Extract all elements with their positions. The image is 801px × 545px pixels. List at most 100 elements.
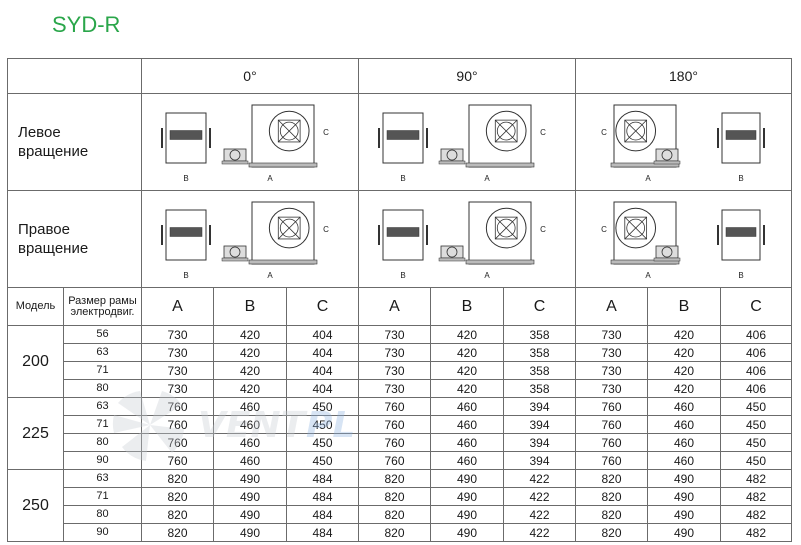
dimension-value-cell: 460 [647,433,721,452]
model-header: Модель [7,287,64,326]
dimension-value-cell: 422 [503,469,576,488]
frame-size-cell: 56 [63,325,142,344]
outlet-flange [725,227,756,237]
guard-frame [277,216,301,240]
dimension-value-cell: 490 [213,487,287,506]
dimension-value-cell: 394 [503,433,576,452]
dimension-value-cell: 450 [286,415,359,434]
orientation-180: 180° [575,58,792,94]
dimension-value-cell: 490 [213,523,287,542]
dimension-value-cell: 406 [720,325,792,344]
frame-size-cell: 90 [63,523,142,542]
frame-size-cell: 63 [63,397,142,416]
dimension-value-cell: 730 [141,361,214,380]
dimension-value-cell: 460 [430,415,504,434]
dimension-value-cell: 404 [286,361,359,380]
dimension-value-cell: 482 [720,469,792,488]
guard-frame [494,216,518,240]
dimension-value-cell: 394 [503,397,576,416]
dimension-value-cell: 730 [575,361,648,380]
fan-wheel [268,110,310,152]
fan-wheel [614,110,656,152]
outlet-flange [169,130,203,140]
dimension-letter-c: C [540,128,546,137]
dimension-value-cell: 730 [141,343,214,362]
dimension-value-cell: 760 [358,451,431,470]
motor-base [221,160,249,165]
dimension-value-cell: 820 [575,523,648,542]
dimension-value-cell: 358 [503,361,576,380]
col-header-c-180: C [720,287,792,326]
dimension-letter-b: B [400,174,405,183]
col-header-c-90: C [503,287,576,326]
outlet-flange [386,130,420,140]
motor-base [438,257,466,262]
dimension-value-cell: 820 [575,469,648,488]
dimension-value-cell: 404 [286,325,359,344]
dimension-value-cell: 760 [575,397,648,416]
dimension-value-cell: 760 [141,451,214,470]
housing-outline [251,201,315,265]
dimension-value-cell: 820 [358,487,431,506]
base-rail [610,259,679,265]
right-rotation-line1: Правое [18,221,70,238]
dimension-value-cell: 460 [647,415,721,434]
dimension-value-cell: 490 [430,523,504,542]
fan-hub-ring [279,121,299,141]
motor-body [223,245,247,259]
housing-outline [468,201,532,265]
dimension-value-cell: 760 [358,433,431,452]
dimension-value-cell: 420 [213,361,287,380]
dimension-value-cell: 490 [430,505,504,524]
guard-bar [278,216,301,240]
col-header-c-0: C [286,287,359,326]
guard-bar [278,119,301,143]
dimension-value-cell: 422 [503,523,576,542]
dimension-value-cell: 760 [141,415,214,434]
model-cell: 225 [7,397,64,470]
col-header-a-0: A [141,287,214,326]
frame-size-cell: 63 [63,469,142,488]
dimension-value-cell: 820 [141,523,214,542]
dimension-value-cell: 406 [720,343,792,362]
motor-body [655,245,678,259]
dimension-value-cell: 760 [575,433,648,452]
motor-body [655,148,678,162]
dimension-value-cell: 760 [141,433,214,452]
dimension-letter-c: C [601,225,607,234]
frame-size-header-line2: электродвиг. [70,305,135,318]
dimension-value-cell: 730 [358,361,431,380]
motor-base [438,160,466,165]
dimension-value-cell: 420 [647,325,721,344]
frame-size-cell: 80 [63,433,142,452]
dimension-value-cell: 730 [141,379,214,398]
dimension-letter-c: C [601,128,607,137]
dimension-value-cell: 730 [358,379,431,398]
dimension-value-cell: 482 [720,505,792,524]
dimension-value-cell: 450 [286,433,359,452]
motor-body [440,148,464,162]
dimension-value-cell: 730 [575,379,648,398]
dimension-value-cell: 820 [358,505,431,524]
dimension-letter-a: A [645,174,651,183]
dimension-value-cell: 460 [647,397,721,416]
fan-hub-ring [279,218,299,238]
dimension-value-cell: 484 [286,469,359,488]
motor-pulley [229,149,241,161]
dimension-value-cell: 490 [213,469,287,488]
